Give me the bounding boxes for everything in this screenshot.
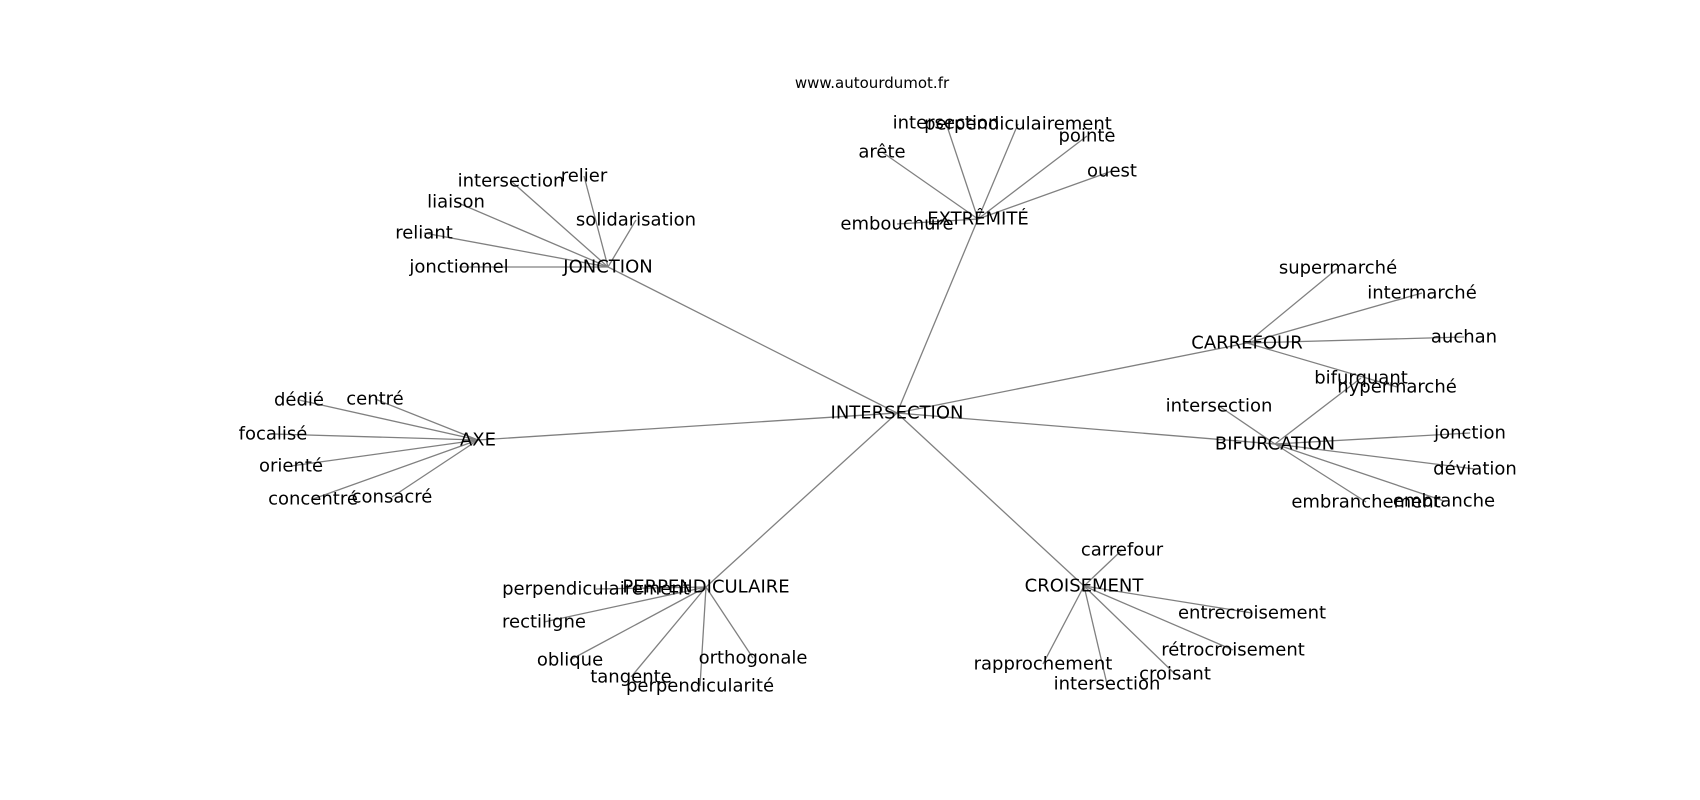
edge-center-to-group (705, 412, 898, 588)
edge-group-to-word (1246, 342, 1398, 388)
edge-group-to-word (374, 398, 479, 441)
edge-group-to-word (630, 586, 707, 678)
word-node-label: rapprochement (974, 654, 1113, 675)
edge-group-to-word (945, 122, 979, 220)
edge-group-to-word (699, 586, 707, 687)
word-node-label: relier (561, 166, 608, 187)
edge-center-to-group (896, 412, 1085, 587)
word-node-label: jonction (1433, 423, 1506, 444)
edges-layer (272, 122, 1476, 687)
edge-group-to-word (583, 175, 609, 268)
edge-center-to-group (896, 218, 979, 414)
word-node-label: embouchure (840, 214, 953, 235)
word-node-label: intersection (893, 113, 1000, 134)
edge-group-to-word (1083, 585, 1253, 614)
edge-group-to-word (1274, 443, 1476, 470)
group-node-label: PERPENDICULAIRE (622, 577, 789, 598)
edge-group-to-word (543, 586, 707, 623)
word-node-label: reliant (395, 223, 453, 244)
word-node-label: arête (858, 142, 905, 163)
word-node-label: ouest (1087, 161, 1137, 182)
word-node-label: croisant (1139, 664, 1211, 685)
word-node-label: intersection (1166, 396, 1273, 417)
edge-group-to-word (1274, 432, 1471, 445)
word-node-label: centré (346, 389, 404, 410)
word-node-label: solidarisation (576, 210, 696, 231)
word-node-label: intersection (458, 171, 565, 192)
word-node-label: perpendiculairement (924, 114, 1112, 135)
edge-group-to-word (569, 586, 707, 661)
edge-group-to-word (510, 180, 609, 268)
word-node-label: rectiligne (502, 612, 586, 633)
edge-group-to-word (298, 399, 479, 441)
edge-group-to-word (272, 433, 479, 441)
word-node-label: embranche (1393, 491, 1495, 512)
edge-group-to-word (705, 586, 754, 659)
edge-group-to-word (1246, 267, 1339, 344)
word-node-label: rétrocroisement (1161, 640, 1305, 661)
edge-group-to-word (1218, 405, 1276, 445)
edge-group-to-word (595, 586, 707, 590)
edge-center-to-group (477, 412, 898, 441)
center-node-label: INTERSECTION (831, 403, 964, 424)
group-node-label: EXTRÊMITÉ (927, 208, 1028, 230)
word-node-label: intermarché (1367, 283, 1477, 304)
edge-group-to-word (1083, 585, 1176, 675)
edge-group-to-word (1083, 585, 1108, 685)
word-node-label: concentré (268, 489, 358, 510)
edge-center-to-group (896, 412, 1276, 445)
word-node-label: jonctionnel (408, 257, 508, 278)
edge-group-to-word (977, 170, 1113, 220)
group-node-label: CROISEMENT (1025, 576, 1145, 597)
word-node-label: perpendicularité (626, 676, 774, 697)
labels-layer: INTERSECTIONJONCTIONintersectionrelierli… (239, 113, 1517, 697)
word-node-label: supermarché (1279, 258, 1397, 279)
edge-group-to-word (391, 439, 479, 498)
word-node-label: hypermarché (1337, 377, 1457, 398)
word-node-label: intersection (1054, 674, 1161, 695)
word-node-label: déviation (1433, 459, 1517, 480)
word-node-label: carrefour (1081, 540, 1164, 561)
edge-group-to-word (977, 123, 1019, 220)
word-node-label: tangente (590, 667, 672, 688)
word-node-label: oblique (537, 650, 603, 671)
word-node-label: pointe (1059, 126, 1116, 147)
group-node-label: CARREFOUR (1191, 333, 1302, 354)
word-node-label: entrecroisement (1178, 603, 1326, 624)
edge-group-to-word (1274, 443, 1367, 503)
word-node-label: embranchement (1291, 492, 1440, 513)
edge-center-to-group (896, 342, 1248, 414)
edge-group-to-word (423, 232, 609, 268)
edge-group-to-word (1246, 336, 1465, 344)
word-node-label: dédié (274, 390, 324, 411)
edge-group-to-word (312, 439, 479, 500)
edge-group-to-word (1083, 549, 1123, 587)
word-node-label: liaison (427, 192, 485, 213)
word-node-label: orthogonale (699, 648, 808, 669)
edge-group-to-word (1246, 292, 1423, 344)
edge-group-to-word (881, 151, 979, 220)
edge-group-to-word (1274, 377, 1362, 445)
edge-group-to-word (1083, 585, 1234, 651)
word-node-label: auchan (1431, 327, 1497, 348)
word-node-label: focalisé (239, 424, 308, 445)
group-node-label: AXE (460, 430, 496, 451)
group-node-label: BIFURCATION (1215, 434, 1335, 455)
word-node-label: perpendiculairement (502, 579, 690, 600)
edge-group-to-word (977, 135, 1088, 220)
edge-group-to-word (607, 219, 637, 268)
edge-center-to-group (607, 266, 898, 414)
edge-group-to-word (896, 218, 979, 225)
edge-group-to-word (455, 201, 609, 268)
edge-group-to-word (1274, 443, 1445, 502)
group-node-label: JONCTION (562, 257, 652, 278)
site-watermark: www.autourdumot.fr (795, 74, 950, 92)
word-node-label: consacré (352, 487, 433, 508)
word-node-label: orienté (259, 456, 323, 477)
edge-group-to-word (1042, 585, 1085, 665)
edge-group-to-word (290, 439, 479, 467)
word-node-label: bifurquant (1314, 368, 1408, 389)
